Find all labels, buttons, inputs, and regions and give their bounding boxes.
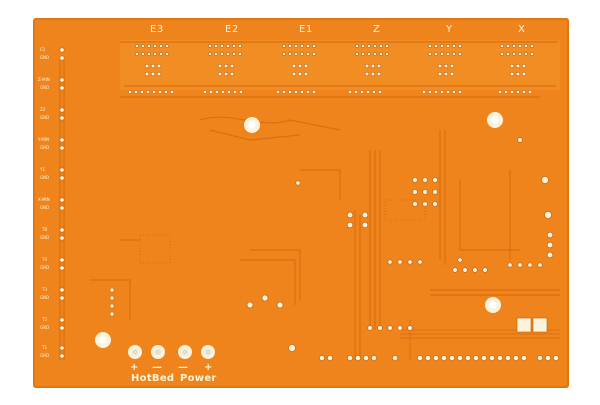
- hotbed-label: HotBed: [131, 373, 175, 384]
- pin-label: TB: [42, 227, 48, 232]
- pin-label: C1: [40, 47, 46, 52]
- driver-slot-label-e2: E2: [225, 24, 239, 35]
- driver-slot-label-z: Z: [373, 24, 381, 35]
- pin-label: Y-MIN: [38, 137, 50, 142]
- hotbed-plus-label: +: [130, 362, 139, 373]
- pin-label: Y1: [40, 167, 45, 172]
- pin-label: Z2: [40, 107, 46, 112]
- pin-label: X-MIN: [38, 197, 50, 202]
- hotbed-minus-label: —: [152, 362, 163, 373]
- pin-label: GND: [40, 235, 50, 240]
- pin-label: T2: [42, 317, 47, 322]
- pcb-board: [33, 18, 569, 388]
- driver-slot-label-e1: E1: [299, 24, 313, 35]
- pin-label: GND: [40, 205, 50, 210]
- pin-label: GND: [40, 115, 50, 120]
- pin-label: GND: [40, 145, 50, 150]
- pin-label: GND: [40, 265, 50, 270]
- pin-label: GND: [40, 295, 50, 300]
- driver-slot-label-x: X: [518, 24, 526, 35]
- power-plus-label: +: [204, 362, 213, 373]
- pin-label: T1: [42, 345, 47, 350]
- pin-label: GND: [40, 325, 50, 330]
- pin-label: GND: [40, 55, 50, 60]
- mounting-holes: [95, 112, 503, 348]
- pin-label: Z-MIN: [38, 77, 50, 82]
- power-label: Power: [180, 373, 217, 384]
- power-minus-label: —: [178, 362, 189, 373]
- pin-label: T3: [42, 287, 47, 292]
- pin-label: GND: [40, 85, 50, 90]
- pin-label: T4: [42, 257, 47, 262]
- pin-label: GND: [40, 175, 50, 180]
- pin-label: GND: [40, 353, 50, 358]
- driver-slot-label-y: Y: [446, 24, 453, 35]
- driver-slot-label-e3: E3: [150, 24, 164, 35]
